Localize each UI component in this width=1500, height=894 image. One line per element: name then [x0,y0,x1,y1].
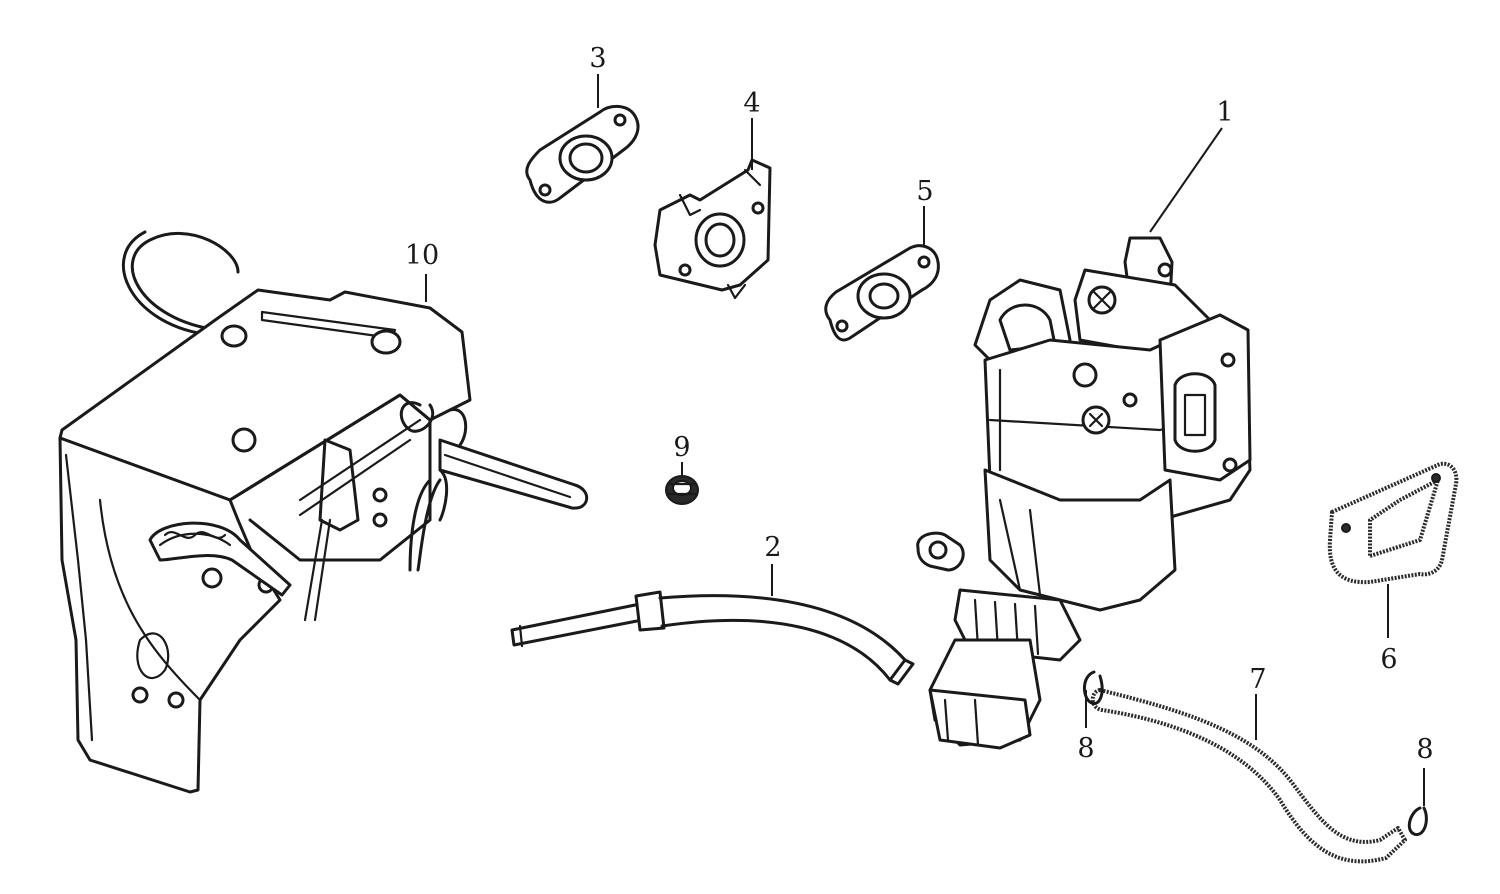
part-8-clamp-right [1407,806,1428,837]
callout-1: 1 [1216,97,1233,128]
callout-10: 10 [405,240,439,271]
part-2-tube [510,590,915,686]
part-5-gasket [824,244,940,342]
part-1-carburetor [916,236,1252,750]
part-3-gasket [525,105,640,204]
part-10-control-bracket [58,230,589,794]
callout-8-right: 8 [1416,734,1433,765]
part-7-fuel-hose [1090,688,1407,864]
callout-5: 5 [916,176,933,207]
part-4-insulator-plate [653,158,772,300]
callout-3: 3 [589,43,606,74]
callout-8-left: 8 [1077,733,1094,764]
leader-lines [425,74,1425,806]
callout-7: 7 [1249,664,1266,695]
part-9-grommet [665,475,699,505]
part-6-gasket [1327,461,1459,585]
callout-6: 6 [1380,644,1397,675]
callout-labels: 1 2 3 4 5 6 7 8 8 9 10 [405,43,1434,765]
callout-2: 2 [764,532,781,563]
callout-4: 4 [743,88,760,119]
callout-9: 9 [673,432,690,463]
part-8-clamp-left [1083,670,1104,705]
